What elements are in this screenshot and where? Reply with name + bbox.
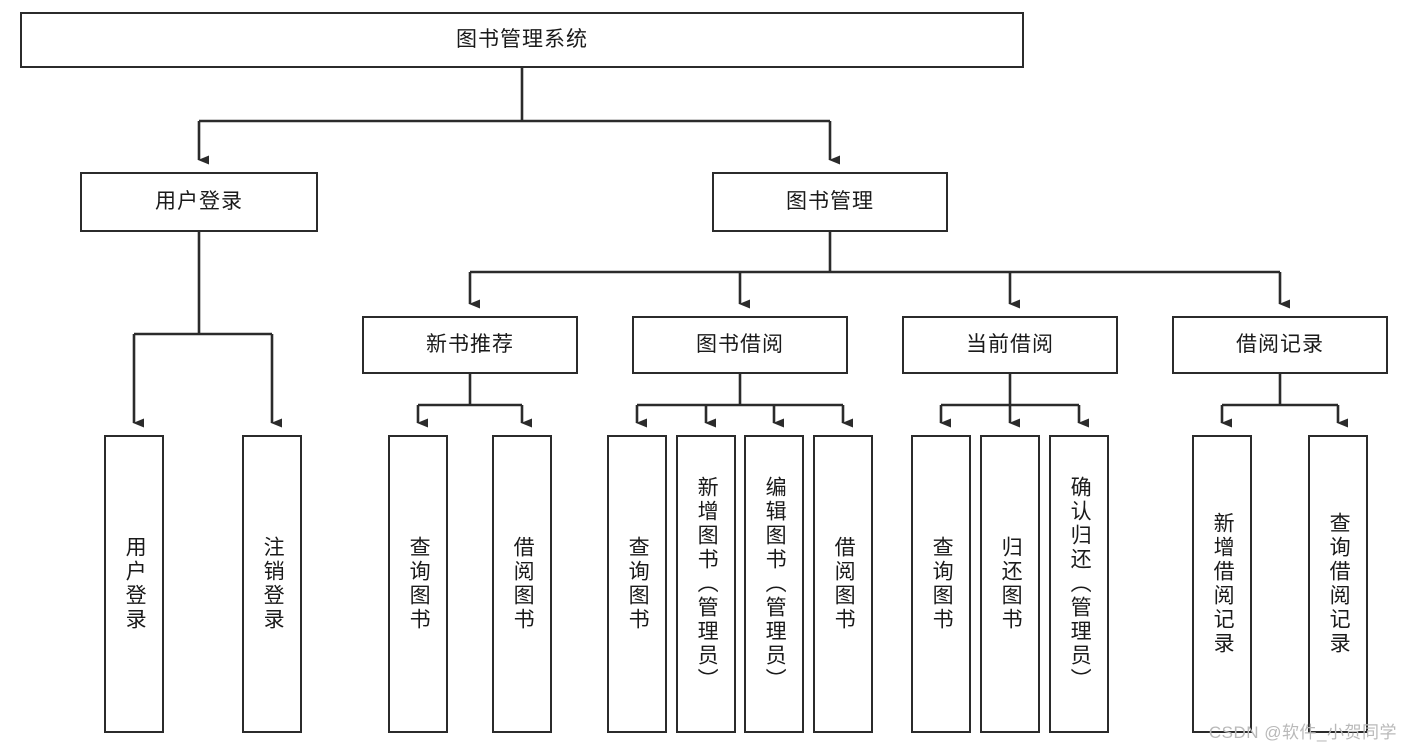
node-leaf-add-record[interactable]: 新增借阅记录 (1192, 435, 1252, 733)
node-leaf-add-book[interactable]: 新增图书（管理员） (676, 435, 736, 733)
node-new-book-recommend-label: 新书推荐 (426, 333, 514, 357)
node-book-management-label: 图书管理 (786, 190, 874, 214)
node-leaf-logout-label: 注销登录 (261, 536, 285, 632)
node-book-borrow[interactable]: 图书借阅 (632, 316, 848, 374)
node-leaf-add-book-label: 新增图书（管理员） (695, 476, 719, 692)
node-leaf-query-book-3[interactable]: 查询图书 (911, 435, 971, 733)
node-leaf-confirm-return-label: 确认归还（管理员） (1068, 476, 1092, 692)
node-root[interactable]: 图书管理系统 (20, 12, 1024, 68)
node-new-book-recommend[interactable]: 新书推荐 (362, 316, 578, 374)
node-leaf-query-book-3-label: 查询图书 (930, 536, 954, 632)
node-leaf-user-login[interactable]: 用户登录 (104, 435, 164, 733)
node-leaf-edit-book-label: 编辑图书（管理员） (763, 476, 787, 692)
node-leaf-confirm-return[interactable]: 确认归还（管理员） (1049, 435, 1109, 733)
node-root-label: 图书管理系统 (456, 28, 588, 52)
node-leaf-query-book-1-label: 查询图书 (407, 536, 431, 632)
node-leaf-return-book-label: 归还图书 (999, 536, 1023, 632)
csdn-watermark: CSDN @软件_小贺同学 (1208, 723, 1397, 742)
node-leaf-edit-book[interactable]: 编辑图书（管理员） (744, 435, 804, 733)
node-leaf-query-record-label: 查询借阅记录 (1327, 512, 1351, 656)
node-leaf-query-record[interactable]: 查询借阅记录 (1308, 435, 1368, 733)
node-leaf-borrow-book-2-label: 借阅图书 (832, 536, 856, 632)
node-leaf-query-book-1[interactable]: 查询图书 (388, 435, 448, 733)
node-leaf-borrow-book-1-label: 借阅图书 (511, 536, 535, 632)
node-leaf-logout[interactable]: 注销登录 (242, 435, 302, 733)
node-leaf-query-book-2-label: 查询图书 (626, 536, 650, 632)
node-leaf-query-book-2[interactable]: 查询图书 (607, 435, 667, 733)
node-user-login[interactable]: 用户登录 (80, 172, 318, 232)
node-book-borrow-label: 图书借阅 (696, 333, 784, 357)
node-current-borrow[interactable]: 当前借阅 (902, 316, 1118, 374)
node-leaf-add-record-label: 新增借阅记录 (1211, 512, 1235, 656)
node-current-borrow-label: 当前借阅 (966, 333, 1054, 357)
node-leaf-borrow-book-2[interactable]: 借阅图书 (813, 435, 873, 733)
node-user-login-label: 用户登录 (155, 190, 243, 214)
node-book-management[interactable]: 图书管理 (712, 172, 948, 232)
node-leaf-user-login-label: 用户登录 (123, 536, 147, 632)
node-borrow-record[interactable]: 借阅记录 (1172, 316, 1388, 374)
node-leaf-borrow-book-1[interactable]: 借阅图书 (492, 435, 552, 733)
node-leaf-return-book[interactable]: 归还图书 (980, 435, 1040, 733)
node-borrow-record-label: 借阅记录 (1236, 333, 1324, 357)
